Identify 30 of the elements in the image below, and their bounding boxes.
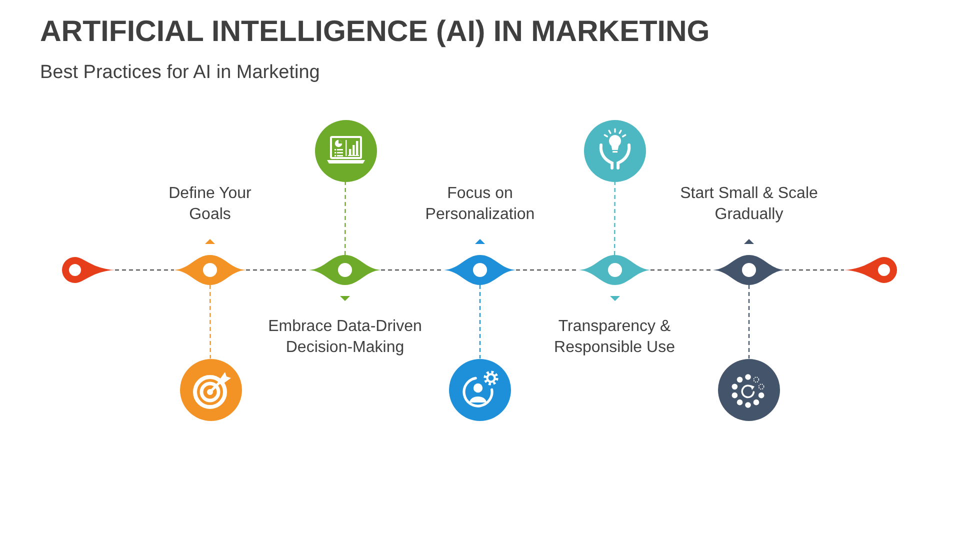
dashed-connector xyxy=(115,269,174,271)
timeline-start-marker xyxy=(62,257,115,283)
dashed-connector xyxy=(246,269,309,271)
user-gear-icon xyxy=(449,358,511,420)
target-icon xyxy=(180,358,242,420)
milestone-marker xyxy=(309,255,381,285)
title: ARTIFICIAL INTELLIGENCE (AI) IN MARKETING xyxy=(40,14,710,50)
dashed-connector xyxy=(748,285,750,358)
step-label: Transparency & Responsible Use xyxy=(553,317,676,358)
laptop-chart-icon xyxy=(314,120,376,182)
dashed-connector xyxy=(381,269,444,271)
dashed-connector xyxy=(650,269,713,271)
dashed-connector xyxy=(344,182,346,255)
milestone-marker xyxy=(578,255,650,285)
dashed-connector xyxy=(614,182,616,255)
milestone-marker xyxy=(713,255,785,285)
dashed-connector xyxy=(479,285,481,358)
dashed-connector xyxy=(516,269,578,271)
lightbulb-hands-icon xyxy=(584,120,646,182)
step-label: Focus on Personalization xyxy=(424,184,536,225)
timeline-end-marker xyxy=(844,257,897,283)
milestone-marker xyxy=(444,255,516,285)
dashed-connector xyxy=(209,285,211,358)
dashed-connector xyxy=(785,269,844,271)
dot-ring-icon xyxy=(718,358,780,420)
step-label: Embrace Data-Driven Decision-Making xyxy=(267,317,423,358)
step-label: Define Your Goals xyxy=(168,184,252,225)
milestone-marker xyxy=(174,255,246,285)
subtitle: Best Practices for AI in Marketing xyxy=(40,61,320,85)
step-label: Start Small & Scale Gradually xyxy=(679,184,819,225)
